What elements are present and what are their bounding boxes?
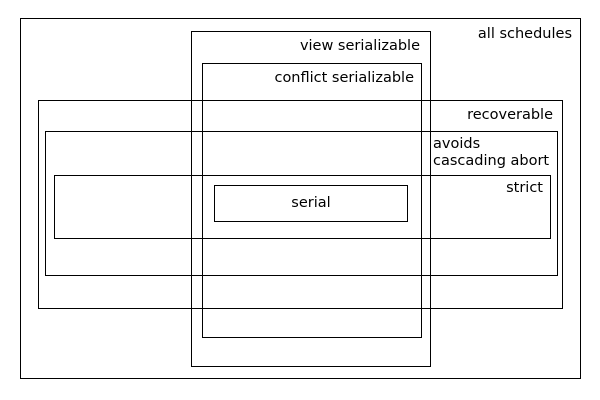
box-recoverable [38, 100, 563, 309]
label-serial: serial [291, 195, 331, 211]
label-recoverable: recoverable [467, 107, 553, 123]
box-serial [214, 185, 408, 222]
label-view-serializable: view serializable [299, 38, 420, 54]
label-avoids-cascading-abort: avoids cascading abort [433, 136, 550, 169]
label-strict: strict [506, 180, 543, 196]
box-view-serializable [191, 31, 431, 367]
box-conflict-serializable [202, 63, 422, 338]
box-all-schedules [20, 18, 581, 379]
label-conflict-serializable: conflict serializable [274, 70, 414, 86]
box-strict [54, 175, 551, 239]
label-all-schedules: all schedules [477, 26, 572, 42]
box-avoids-cascading-abort [45, 131, 558, 276]
